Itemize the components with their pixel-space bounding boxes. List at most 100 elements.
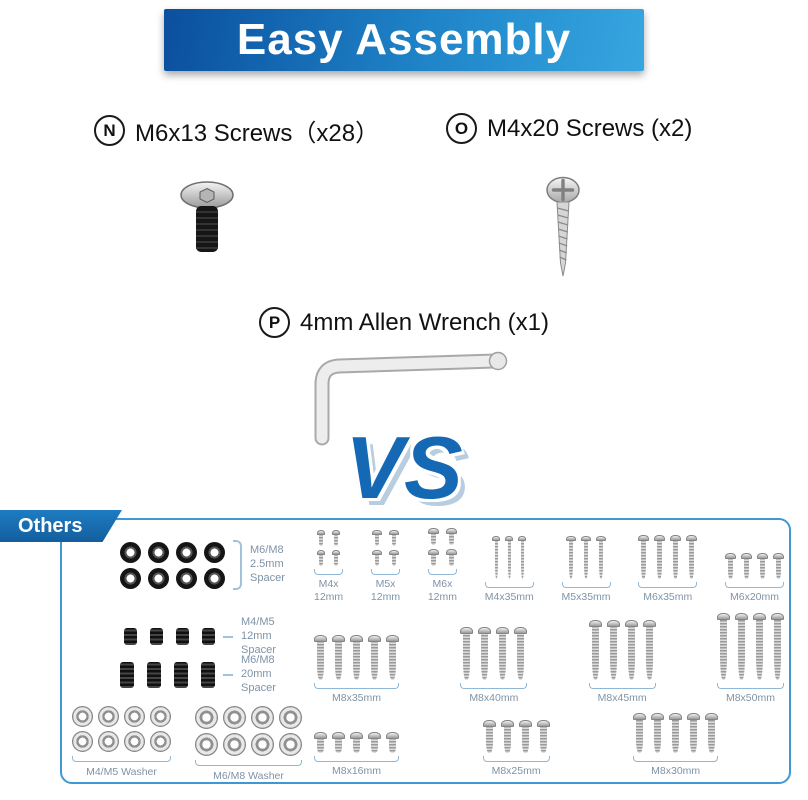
washer-icon xyxy=(150,731,171,752)
screw-icon xyxy=(734,612,748,680)
screw-icon xyxy=(445,528,457,545)
screw-icon xyxy=(642,619,656,680)
washer-icon xyxy=(279,733,302,756)
group-spacer-2-5mm: M6/M8 2.5mm Spacer xyxy=(120,540,285,590)
screw-icon xyxy=(372,550,383,566)
screw-icon xyxy=(770,612,784,680)
screw-icon xyxy=(686,534,698,579)
part-o-label: M4x20 Screws (x2) xyxy=(487,114,693,142)
screw-icon xyxy=(427,549,439,566)
screw-icon xyxy=(368,634,381,680)
screw-icon xyxy=(654,534,666,579)
screw-icon xyxy=(478,626,492,680)
spacer-cylinder-icon xyxy=(120,661,134,688)
screw-icon xyxy=(705,713,719,754)
part-p-label: 4mm Allen Wrench (x1) xyxy=(300,308,549,336)
screw-icon xyxy=(445,549,457,566)
screw-icon xyxy=(372,530,383,546)
group-m8x45: M8x45mm xyxy=(588,619,656,705)
group-m5x35: M5x35mm xyxy=(561,535,611,604)
spacer-cylinder-icon xyxy=(202,628,215,646)
bracket-icon xyxy=(195,760,302,766)
washer-icons xyxy=(72,706,171,752)
group-m8x35: M8x35mm xyxy=(314,634,399,705)
screw-icon xyxy=(606,619,620,680)
bracket-icon xyxy=(314,569,344,575)
screw-icon xyxy=(332,732,345,754)
screw-icon xyxy=(596,535,607,579)
washer-icon xyxy=(72,731,93,752)
screw-icon xyxy=(581,535,592,579)
spacer-cylinder-icon xyxy=(201,661,215,688)
group-m5x12: M5x 12mm xyxy=(370,530,401,603)
group-spacer-20mm: M6/M8 20mm Spacer xyxy=(120,654,276,695)
washer-icon xyxy=(72,706,93,727)
washer-icon xyxy=(124,731,145,752)
group-m6x20: M6x20mm xyxy=(725,552,784,604)
screw-icon xyxy=(368,732,381,754)
group-m8x16: M8x16mm xyxy=(314,732,399,778)
screw-icon xyxy=(588,619,602,680)
screw-icon xyxy=(317,550,326,566)
screw-icon xyxy=(389,530,400,546)
dash-icon xyxy=(223,635,233,638)
screw-icon xyxy=(773,552,784,579)
screw-row-3: M8x16mm M8x25mm M8x30mm xyxy=(314,713,719,778)
part-o-row: O M4x20 Screws (x2) xyxy=(446,113,692,144)
washer-icon xyxy=(251,706,274,729)
washer-icon xyxy=(279,706,302,729)
part-n-row: N M6x13 Screws（x28） xyxy=(94,113,379,148)
screw-icon xyxy=(496,626,510,680)
screw-icon xyxy=(566,535,577,579)
screw-icon xyxy=(514,626,528,680)
washer-area: M4/M5 Washer M6/M8 Washer xyxy=(72,706,302,783)
group-m8x25: M8x25mm xyxy=(482,720,550,778)
screw-icon xyxy=(500,720,514,754)
screw-icon xyxy=(633,713,647,754)
washer-icon xyxy=(195,733,218,756)
group-m6x12: M6x 12mm xyxy=(427,528,458,603)
part-p-row: P 4mm Allen Wrench (x1) xyxy=(0,307,808,338)
spacer-ring-icon xyxy=(204,567,225,589)
washer-icon xyxy=(223,733,246,756)
spacer-ring-icon xyxy=(120,567,141,589)
bracket-icon xyxy=(716,682,784,689)
bracket-icon xyxy=(725,581,784,588)
cylinder-spacers-icons xyxy=(124,628,215,646)
screw-icon xyxy=(386,634,399,680)
screw-icon xyxy=(314,732,327,754)
washer-icon xyxy=(223,706,246,729)
group-washer-m4m5: M4/M5 Washer xyxy=(72,706,171,783)
screw-icon xyxy=(332,634,345,680)
screw-icon xyxy=(670,534,682,579)
part-p-letter-badge: P xyxy=(259,307,291,338)
washer-icon xyxy=(98,706,119,727)
bracket-icon xyxy=(314,756,399,763)
others-ribbon: Others xyxy=(0,510,122,542)
m4x20-screw-icon xyxy=(546,176,580,277)
bracket-icon xyxy=(638,581,698,588)
screw-icon xyxy=(350,634,363,680)
washer-m6m8-label: M6/M8 Washer xyxy=(213,770,284,782)
screw-groups-area: M4x 12mm M5x 12mm M6x 12mm M4x35mm xyxy=(314,528,784,778)
screw-icon xyxy=(518,720,532,754)
group-m8x50: M8x50mm xyxy=(716,612,784,705)
spacer-cylinder-icon xyxy=(176,628,189,646)
part-n-label: M6x13 Screws（x28） xyxy=(135,120,380,147)
screw-icon xyxy=(492,535,501,579)
bracket-icon xyxy=(484,581,534,588)
screw-icon xyxy=(317,530,326,546)
screw-icon xyxy=(536,720,550,754)
screw-icon xyxy=(725,552,736,579)
screw-row-1: M4x 12mm M5x 12mm M6x 12mm M4x35mm xyxy=(314,528,784,603)
bracket-icon xyxy=(72,756,171,762)
others-ribbon-label: Others xyxy=(18,514,83,537)
cylinder-spacers-icons xyxy=(120,661,215,688)
screw-icon xyxy=(389,550,400,566)
group-m6x35: M6x35mm xyxy=(638,534,698,604)
washer-icon xyxy=(124,706,145,727)
bracket-icon xyxy=(482,756,550,763)
spacer-ring-icon xyxy=(176,541,197,563)
spacer-cylinder-icon xyxy=(147,661,161,688)
